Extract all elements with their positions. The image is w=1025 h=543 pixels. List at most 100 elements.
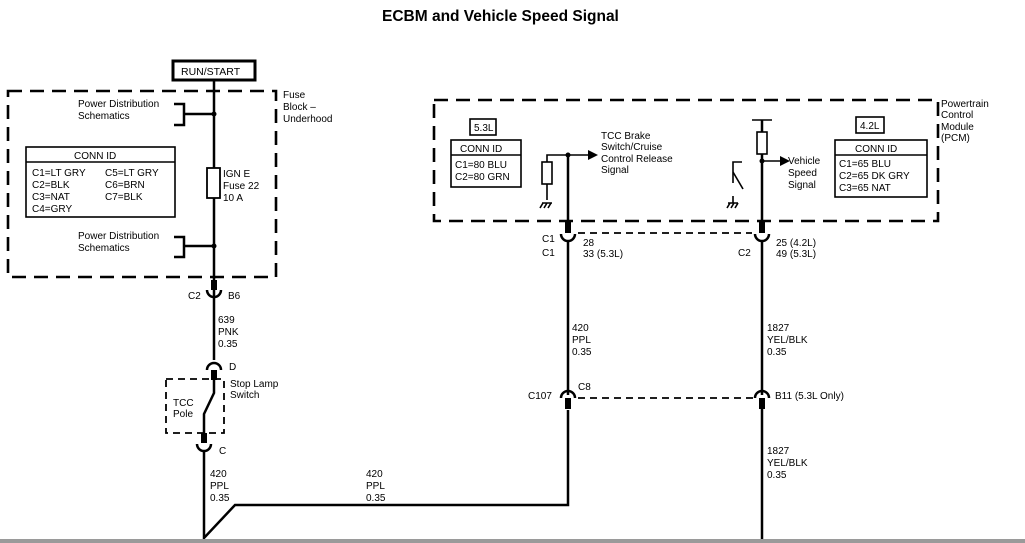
diagram-label: CONN ID: [855, 144, 897, 155]
diagram-label: 0.35: [572, 347, 592, 358]
diagram-label: PPL: [210, 481, 229, 492]
pcm-label: Powertrain Control Module (PCM): [941, 99, 989, 144]
diagram-label: C5=LT GRY: [105, 168, 159, 179]
diagram-label: C: [219, 446, 226, 457]
diagram-label: PPL: [572, 335, 591, 346]
diagram-label: C2: [738, 248, 751, 259]
diagram-label: Signal: [601, 165, 629, 176]
diagram-label: C6=BRN: [105, 180, 145, 191]
diagram-label: 420: [366, 469, 383, 480]
diagram-label: 0.35: [767, 347, 787, 358]
diagram-label: D: [229, 362, 236, 373]
diagram-label: C2=80 GRN: [455, 172, 510, 183]
diagram-label: 0.35: [366, 493, 386, 504]
diagram-label: Module: [941, 122, 974, 133]
diagram-label: Switch: [230, 390, 259, 401]
fuse-ign-e: IGN E Fuse 22 10 A: [206, 167, 260, 204]
stop-lamp-switch-pin-c: C: [195, 433, 226, 457]
diagram-label: Power Distribution: [78, 99, 159, 110]
diagram-label: B11 (5.3L Only): [775, 391, 844, 402]
run-start-label: RUN/START: [181, 66, 241, 78]
stop-lamp-switch-pin-d: D: [205, 361, 236, 380]
power-distribution-bottom: Power Distribution Schematics: [78, 231, 217, 259]
diagram-label: C3=65 NAT: [839, 183, 891, 194]
fuse-block-label: Fuse Block – Underhood: [283, 90, 332, 125]
connector-c2-b6: C2 B6: [188, 280, 241, 302]
diagram-label: Stop Lamp: [230, 379, 279, 390]
diagram-label: 639: [218, 315, 235, 326]
diagram-label: Switch/Cruise: [601, 142, 663, 153]
diagram-label: Speed: [788, 168, 817, 179]
diagram-label: C1=65 BLU: [839, 159, 891, 170]
fuse-block-boundary: [6, 89, 278, 279]
diagram-label: Signal: [788, 180, 816, 191]
diagram-label: Underhood: [283, 114, 332, 125]
diagram-label: Powertrain: [941, 99, 989, 110]
diagram-label: Control: [941, 110, 973, 121]
wire-639-label: 639 PNK 0.35: [218, 315, 239, 350]
diagram-label: TCC Brake: [601, 131, 651, 142]
diagram-label: 4.2L: [860, 121, 880, 132]
diagram-label: C1: [542, 234, 555, 245]
diagram-label: 1827: [767, 323, 790, 334]
diagram-label: C4=GRY: [32, 204, 72, 215]
diagram-label: C7=BLK: [105, 192, 143, 203]
diagram-label: C1: [542, 248, 555, 259]
diagram-label: IGN E: [223, 169, 251, 180]
diagram-label: (PCM): [941, 133, 970, 144]
diagram-label: YEL/BLK: [767, 335, 808, 346]
diagram-label: 0.35: [210, 493, 230, 504]
diagram-label: YEL/BLK: [767, 458, 808, 469]
connector-c1-tcc: C1 C1 28 33 (5.3L): [542, 222, 623, 260]
diagram-label: B6: [228, 291, 241, 302]
run-start-box: RUN/START: [171, 59, 257, 82]
diagram-label: Fuse: [283, 90, 306, 101]
diagram-label: Schematics: [78, 243, 130, 254]
diagram-label: Schematics: [78, 111, 130, 122]
diagram-label: 0.35: [767, 470, 787, 481]
pcm-boundary: [432, 98, 940, 223]
diagram-title: ECBM and Vehicle Speed Signal: [382, 8, 619, 25]
pcm-5-3l-conn-id: 5.3L CONN ID C1=80 BLU C2=80 GRN: [450, 118, 522, 188]
diagram-label: Pole: [173, 409, 193, 420]
diagram-label: 1827: [767, 446, 790, 457]
diagram-label: CONN ID: [460, 144, 502, 155]
diagram-label: 33 (5.3L): [583, 249, 623, 260]
wire-420-left-label: 420 PPL 0.35: [210, 469, 230, 504]
diagram-label: C1=80 BLU: [455, 160, 507, 171]
connector-b11: B11 (5.3L Only): [753, 389, 844, 409]
diagram-label: Fuse 22: [223, 181, 260, 192]
diagram-label: CONN ID: [74, 151, 116, 162]
wire-1827-top-label: 1827 YEL/BLK 0.35: [767, 323, 808, 358]
wire-1827-bottom-label: 1827 YEL/BLK 0.35: [767, 446, 808, 481]
diagram-label: TCC: [173, 398, 194, 409]
diagram-label: C107: [528, 391, 552, 402]
diagram-label: 10 A: [223, 193, 243, 204]
bottom-edge-bar: [0, 539, 1025, 543]
connector-c107-c8: C107 C8: [528, 382, 591, 409]
diagram-label: 0.35: [218, 339, 238, 350]
diagram-label: 420: [572, 323, 589, 334]
fuse-block-conn-id-table: CONN ID C1=LT GRY C2=BLK C3=NAT C4=GRY C…: [25, 146, 176, 218]
diagram-label: 28: [583, 238, 595, 249]
diagram-label: PNK: [218, 327, 239, 338]
diagram-label: C2: [188, 291, 201, 302]
diagram-label: C1=LT GRY: [32, 168, 86, 179]
diagram-label: Power Distribution: [78, 231, 159, 242]
diagram-label: 25 (4.2L): [776, 238, 816, 249]
stop-lamp-switch: Stop Lamp Switch TCC Pole: [165, 378, 279, 438]
diagram-label: Vehicle: [788, 156, 821, 167]
diagram-label: C3=NAT: [32, 192, 70, 203]
diagram-label: 49 (5.3L): [776, 249, 816, 260]
tcc-signal-circuit: TCC Brake Switch/Cruise Control Release …: [539, 131, 673, 209]
diagram-label: PPL: [366, 481, 385, 492]
diagram-label: C2=65 DK GRY: [839, 171, 910, 182]
diagram-label: 420: [210, 469, 227, 480]
connector-c2-vss: C2 25 (4.2L) 49 (5.3L): [738, 222, 816, 260]
wire-420-run: [202, 410, 570, 542]
pcm-4-2l-conn-id: 4.2L CONN ID C1=65 BLU C2=65 DK GRY C3=6…: [834, 116, 928, 198]
diagram-label: Control Release: [601, 154, 673, 165]
wire-420-bottom-label: 420 PPL 0.35: [366, 469, 386, 504]
wire-420-right-label: 420 PPL 0.35: [572, 323, 592, 358]
